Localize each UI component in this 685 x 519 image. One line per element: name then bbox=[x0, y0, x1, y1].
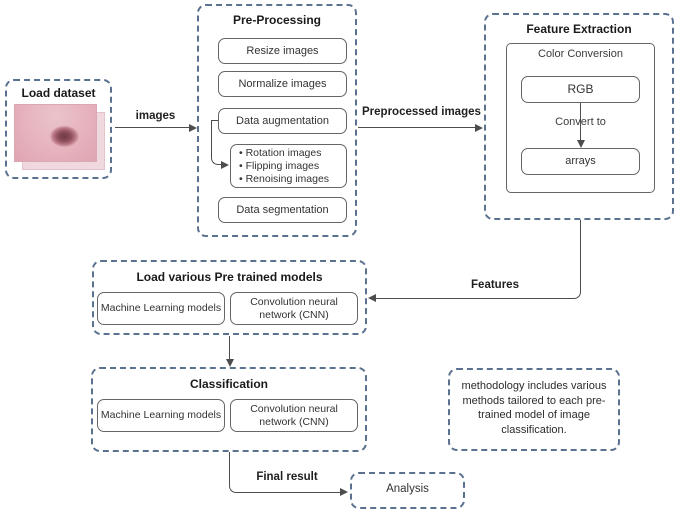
augmentation-items-box: Rotation images Flipping images Renoisin… bbox=[230, 144, 347, 188]
color-conversion-label: Color Conversion bbox=[538, 48, 623, 60]
convert-arrowhead-icon bbox=[577, 140, 585, 148]
classification-ml-box: Machine Learning models bbox=[97, 399, 225, 432]
images-arrow-label: images bbox=[135, 110, 176, 122]
rgb-box: RGB bbox=[521, 76, 640, 103]
preprocessed-arrow-label: Preprocessed images bbox=[362, 106, 481, 118]
preprocessing-title: Pre-Processing bbox=[232, 13, 322, 27]
augmentation-arrowhead-icon bbox=[221, 161, 229, 169]
feature-extraction-title: Feature Extraction bbox=[526, 22, 632, 36]
classification-group bbox=[91, 367, 367, 452]
models-to-classification-arrowhead-icon bbox=[226, 359, 234, 367]
step-data-segmentation: Data segmentation bbox=[218, 197, 347, 223]
arrays-box: arrays bbox=[521, 148, 640, 175]
augmentation-item-flipping: Flipping images bbox=[239, 160, 344, 173]
analysis-label: Analysis bbox=[386, 483, 429, 495]
features-arrowhead-icon bbox=[368, 294, 376, 302]
dataset-skin-lesion-image bbox=[14, 104, 97, 162]
feature-extraction-group bbox=[484, 13, 674, 220]
step-data-augmentation: Data augmentation bbox=[218, 108, 347, 134]
preprocessed-arrowhead-icon bbox=[475, 124, 483, 132]
preprocessed-arrow-line bbox=[358, 127, 477, 128]
pretrained-models-group bbox=[92, 260, 367, 335]
augmentation-connector-elbow bbox=[211, 121, 223, 165]
final-result-arrow-elbow bbox=[229, 452, 342, 493]
load-dataset-group bbox=[5, 79, 112, 179]
augmentation-item-renoising: Renoising images bbox=[239, 173, 344, 186]
step-resize-images: Resize images bbox=[218, 38, 347, 64]
images-arrow-line bbox=[115, 127, 191, 128]
models-to-classification-line bbox=[229, 336, 230, 361]
pretrained-cnn-box: Convolution neural network (CNN) bbox=[230, 292, 358, 325]
classification-cnn-box: Convolution neural network (CNN) bbox=[230, 399, 358, 432]
augmentation-item-rotation: Rotation images bbox=[239, 147, 344, 160]
images-arrowhead-icon bbox=[189, 124, 197, 132]
analysis-group bbox=[350, 472, 465, 509]
step-normalize-images: Normalize images bbox=[218, 71, 347, 97]
final-result-arrowhead-icon bbox=[340, 488, 348, 496]
convert-arrow-line bbox=[580, 103, 581, 142]
convert-to-label: Convert to bbox=[555, 116, 606, 128]
classification-title: Classification bbox=[189, 377, 269, 391]
pretrained-models-title: Load various Pre trained models bbox=[136, 270, 323, 284]
preprocessing-group bbox=[197, 4, 357, 237]
pretrained-ml-box: Machine Learning models bbox=[97, 292, 225, 325]
methodology-note: methodology includes various methods tai… bbox=[448, 368, 620, 451]
augmentation-connector-stub bbox=[211, 120, 218, 121]
load-dataset-title: Load dataset bbox=[21, 86, 96, 100]
features-arrow-elbow bbox=[372, 220, 581, 299]
features-arrow-label: Features bbox=[471, 279, 519, 291]
final-result-arrow-label: Final result bbox=[256, 471, 318, 483]
